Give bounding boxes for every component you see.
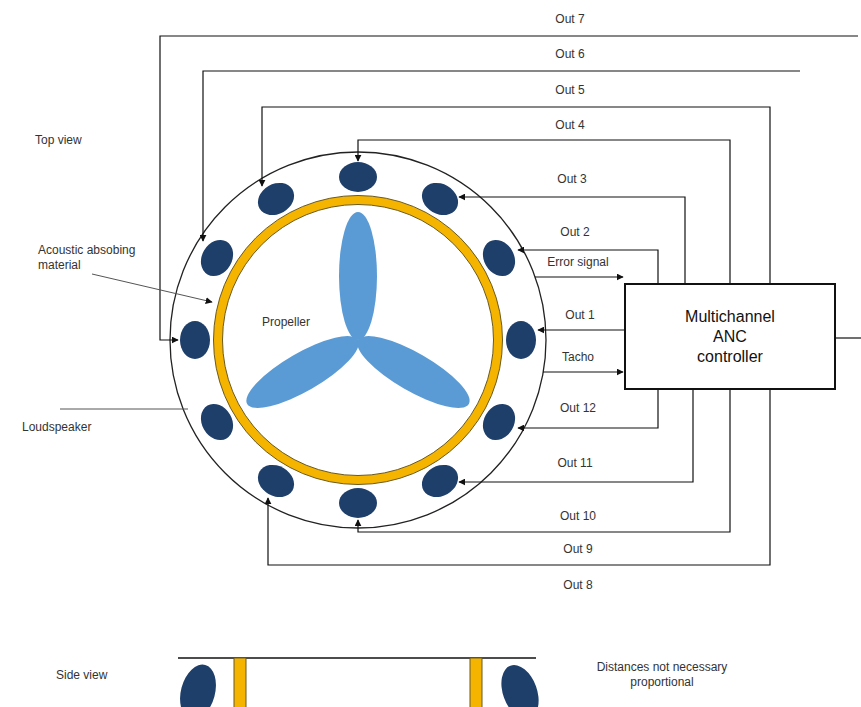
signal-label: Out 3 (537, 172, 607, 187)
housing-circle (170, 152, 546, 528)
signal-label: Distances not necessary proportional (577, 660, 747, 690)
leader-lines (60, 274, 212, 409)
callout-label: Side view (56, 668, 146, 683)
box-label: Multichannel ANC controller (682, 307, 778, 367)
callout-label: Acoustic absobing material (38, 243, 156, 273)
signal-label: Out 10 (543, 509, 613, 524)
signal-label: Out 8 (543, 578, 613, 593)
signal-label: Out 9 (543, 542, 613, 557)
signal-label: Out 7 (535, 12, 605, 27)
callout-label: Top view (35, 133, 125, 148)
absorbing-ring (218, 200, 498, 480)
signal-label: Out 4 (535, 118, 605, 133)
callout-label: Loudspeaker (22, 420, 112, 435)
absorbing-ring-inner (223, 205, 494, 476)
signal-label: Out 12 (543, 401, 613, 416)
signal-wires (160, 36, 861, 565)
controller-box: Multichannel ANC controller (624, 283, 836, 390)
callout-label: Propeller (262, 315, 332, 330)
signal-label: Out 6 (535, 47, 605, 62)
signal-label: Error signal (538, 255, 618, 270)
signal-label: Out 2 (540, 225, 610, 240)
side-view (174, 658, 545, 707)
propeller (238, 212, 479, 420)
signal-label: Out 1 (545, 308, 615, 323)
signal-label: Tacho (543, 350, 613, 365)
absorbing-ring-outer (214, 196, 503, 485)
loudspeakers (180, 162, 536, 518)
signal-label: Out 11 (540, 456, 610, 471)
signal-label: Out 5 (535, 83, 605, 98)
